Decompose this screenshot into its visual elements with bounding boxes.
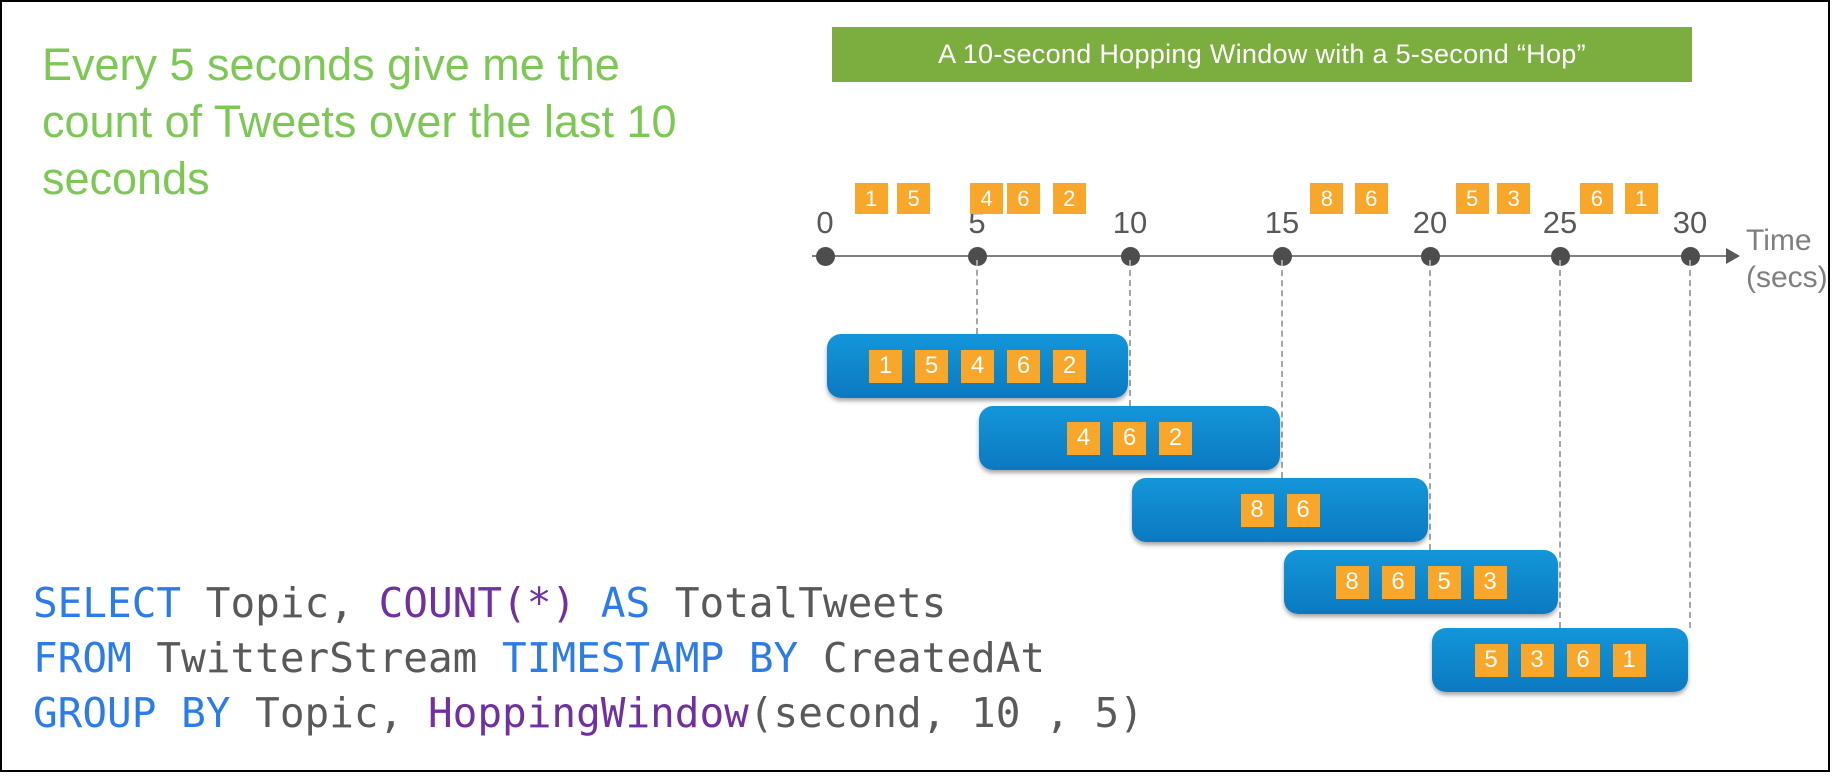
tick-label: 20 bbox=[1412, 205, 1448, 240]
sql-token-keyword: SELECT bbox=[33, 579, 182, 627]
sql-token-plain: TotalTweets bbox=[650, 579, 947, 627]
timeline-unit-line1: Time bbox=[1746, 224, 1812, 257]
sql-token-plain: Topic, bbox=[181, 579, 379, 627]
window-event: 2 bbox=[1159, 421, 1192, 455]
tick-label: 30 bbox=[1672, 205, 1708, 240]
timeline-event: 1 bbox=[854, 183, 888, 214]
tick-dashed-line bbox=[1689, 260, 1691, 628]
window-event: 3 bbox=[1473, 565, 1507, 599]
tick-dashed-line bbox=[976, 260, 978, 334]
window-event: 6 bbox=[1113, 421, 1146, 455]
timeline-unit-line2: (secs) bbox=[1746, 261, 1828, 294]
sql-token-keyword: TIMESTAMP BY bbox=[502, 634, 799, 682]
tick-label: 25 bbox=[1542, 205, 1578, 240]
tick-dot bbox=[1551, 247, 1570, 266]
timeline-event: 2 bbox=[1052, 183, 1086, 214]
sql-token-plain: Topic, bbox=[230, 689, 428, 737]
window-event: 6 bbox=[1381, 565, 1415, 599]
window-event: 4 bbox=[961, 349, 994, 383]
tick-dashed-line bbox=[1429, 260, 1431, 550]
tick-dashed-line bbox=[1559, 260, 1561, 628]
timeline-event: 6 bbox=[1354, 183, 1388, 214]
timeline-event: 5 bbox=[1455, 183, 1489, 214]
banner: A 10-second Hopping Window with a 5-seco… bbox=[832, 27, 1692, 82]
tick-label: 15 bbox=[1264, 205, 1300, 240]
window-event: 4 bbox=[1067, 421, 1100, 455]
sql-token-keyword: FROM bbox=[33, 634, 132, 682]
timeline-event: 1 bbox=[1624, 183, 1658, 214]
window-event: 1 bbox=[869, 349, 902, 383]
sql-token-keyword: AS bbox=[600, 579, 651, 627]
tick-label: 10 bbox=[1112, 205, 1148, 240]
window-event: 6 bbox=[1286, 493, 1320, 527]
window-event: 5 bbox=[1474, 643, 1508, 677]
timeline-event: 8 bbox=[1310, 183, 1344, 214]
sql-token-function: HoppingWindow bbox=[427, 689, 749, 737]
window-event: 8 bbox=[1335, 565, 1369, 599]
tick-dot bbox=[816, 247, 835, 266]
timeline-event: 6 bbox=[1006, 183, 1040, 214]
tick-dot bbox=[1681, 247, 1700, 266]
banner-text: A 10-second Hopping Window with a 5-seco… bbox=[938, 39, 1586, 69]
tick-dashed-line bbox=[1129, 260, 1131, 406]
sql-token-function: COUNT(*) bbox=[378, 579, 577, 627]
tick-dot bbox=[1421, 247, 1440, 266]
window-event: 3 bbox=[1520, 643, 1554, 677]
timeline-event: 6 bbox=[1580, 183, 1614, 214]
window-event: 5 bbox=[1427, 565, 1461, 599]
tick-dot bbox=[968, 247, 987, 266]
timeline-event: 3 bbox=[1497, 183, 1531, 214]
sql-token-keyword: GROUP BY bbox=[33, 689, 231, 737]
window-event: 6 bbox=[1007, 349, 1040, 383]
window-event: 8 bbox=[1240, 493, 1274, 527]
tick-dot bbox=[1273, 247, 1292, 266]
window-event: 5 bbox=[915, 349, 948, 383]
tick-dashed-line bbox=[1281, 260, 1283, 478]
sql-line: SELECT Topic, COUNT(*) AS TotalTweets bbox=[33, 576, 1144, 631]
timeline-axis bbox=[812, 255, 1728, 257]
window-event: 1 bbox=[1612, 643, 1646, 677]
sql-token-plain: TwitterStream bbox=[131, 634, 503, 682]
window-event: 2 bbox=[1053, 349, 1086, 383]
heading-text: Every 5 seconds give me the count of Twe… bbox=[42, 39, 677, 204]
timeline-event: 5 bbox=[897, 183, 931, 214]
window-event: 6 bbox=[1566, 643, 1600, 677]
sql-token-plain: CreatedAt bbox=[798, 634, 1046, 682]
sql-token-plain: (second, 10 , 5) bbox=[748, 689, 1144, 737]
sql-token-plain bbox=[576, 579, 601, 627]
timeline-event: 4 bbox=[970, 183, 1004, 214]
sql-line: GROUP BY Topic, HoppingWindow(second, 10… bbox=[33, 686, 1144, 741]
timeline-arrow-icon bbox=[1726, 248, 1740, 264]
tick-dot bbox=[1121, 247, 1140, 266]
sql-line: FROM TwitterStream TIMESTAMP BY CreatedA… bbox=[33, 631, 1144, 686]
tick-label: 0 bbox=[816, 205, 834, 240]
timeline-unit-label: Time (secs) bbox=[1746, 222, 1828, 296]
